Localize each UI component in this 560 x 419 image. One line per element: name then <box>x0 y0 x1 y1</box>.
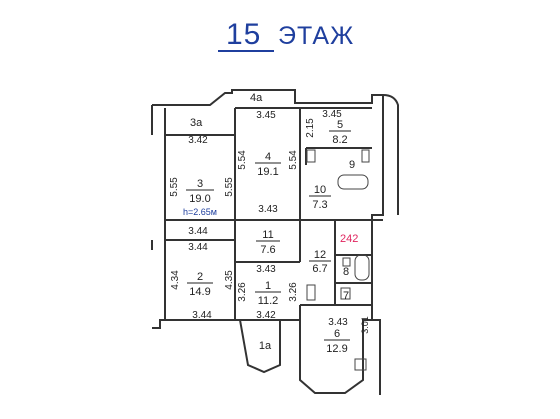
room-12-label: 12 <box>314 249 326 261</box>
dim-r2-left-height: 4.34 <box>170 270 181 290</box>
dim-r2-right-height: 4.35 <box>224 270 235 290</box>
dim-r4a-width: 3.45 <box>256 110 276 121</box>
dim-r1-bottom-width: 3.42 <box>256 310 276 321</box>
room-6-area: 12.9 <box>326 343 347 355</box>
room-5-label: 5 <box>337 119 343 131</box>
dim-r1-left-height: 3.26 <box>237 282 248 302</box>
fixtures <box>306 149 370 371</box>
room-7-label: 7 <box>343 290 349 302</box>
dim-r2-top-width: 3.44 <box>188 242 208 253</box>
dim-r1-right-height: 3.26 <box>288 282 299 302</box>
room-10-area: 7.3 <box>312 199 327 211</box>
sink-icon <box>306 149 316 163</box>
dim-r6-height: 3.01 <box>360 316 370 334</box>
dim-r11-bottom-width: 3.43 <box>256 264 276 275</box>
room-2-label: 2 <box>197 271 203 283</box>
floor-label: ЭТАЖ <box>278 22 355 50</box>
floor-number: 15 <box>226 18 262 51</box>
toilet-icon <box>340 287 351 300</box>
sink-icon <box>342 257 351 267</box>
room-6-label: 6 <box>334 328 340 340</box>
dim-r5-width: 3.45 <box>322 109 342 120</box>
room-8-label: 8 <box>343 266 349 278</box>
wall-seg <box>372 319 381 395</box>
ceiling-height: h=2.65м <box>183 207 217 217</box>
room-12-area: 6.7 <box>312 263 327 275</box>
room-1-area: 11.2 <box>258 295 279 307</box>
dim-r3a-width: 3.42 <box>188 135 208 146</box>
walls <box>151 89 399 395</box>
sink-icon <box>361 149 370 163</box>
room-11-area: 7.6 <box>260 244 275 256</box>
dim-r5-height: 2.15 <box>305 118 316 138</box>
dim-r3-left-height: 5.55 <box>169 177 180 197</box>
outer-wall <box>152 89 384 394</box>
room-4a-label: 4a <box>250 92 263 104</box>
dim-r6-width: 3.43 <box>328 317 348 328</box>
apartment-number: 242 <box>340 233 358 245</box>
bathtub-icon <box>354 254 370 281</box>
room-1a-label: 1a <box>259 340 272 352</box>
dim-r3-bottom-width: 3.44 <box>188 226 208 237</box>
room-3-label: 3 <box>197 178 203 190</box>
room-4-area: 19.1 <box>257 166 278 178</box>
room-1-label: 1 <box>265 280 271 292</box>
dim-r3-right-height: 5.55 <box>224 177 235 197</box>
room-10-label: 10 <box>314 184 326 196</box>
room-9-label: 9 <box>349 159 355 171</box>
room-4-label: 4 <box>265 151 271 163</box>
dim-r2-bottom-width: 3.44 <box>192 310 212 321</box>
sink-icon <box>306 284 316 301</box>
bathtub-icon <box>337 174 369 190</box>
stove-icon <box>354 358 367 371</box>
floor-number-underline <box>218 50 274 52</box>
wall-seg <box>382 94 399 215</box>
room-2-area: 14.9 <box>189 286 210 298</box>
dim-r4-left-height: 5.54 <box>237 150 248 170</box>
room-3a-label: 3a <box>190 117 203 129</box>
dim-r4-right-height: 5.54 <box>288 150 299 170</box>
floor-title: 15 ЭТАЖ <box>0 0 560 60</box>
room-11-label: 11 <box>262 229 273 241</box>
room-5-area: 8.2 <box>332 134 347 146</box>
dim-r4-bottom-width: 3.43 <box>258 204 278 215</box>
room-3-area: 19.0 <box>189 193 210 205</box>
